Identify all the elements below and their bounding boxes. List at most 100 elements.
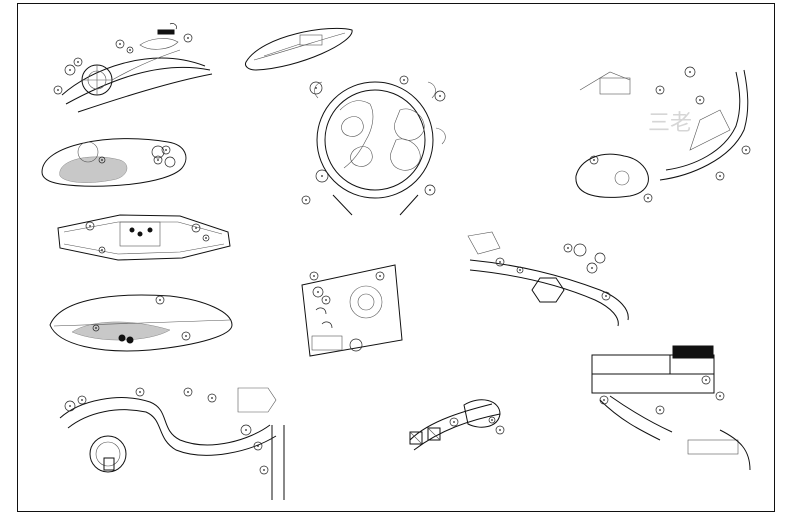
tree-symbol [589,155,599,165]
tree-symbol [115,39,125,49]
tree-symbol [309,271,319,281]
tree-symbol [181,331,191,341]
tree-center [245,429,247,431]
tree-symbol [202,234,210,242]
tree-symbol [153,155,163,165]
tree-symbol [77,395,87,405]
tree-symbol [312,286,324,298]
tree-symbol [92,324,100,332]
tree-symbol [98,156,106,164]
tree-symbol [399,75,409,85]
tree-symbol [563,243,573,253]
plan-winding-garden [59,387,285,500]
tree-center [719,395,721,397]
tree-center [325,299,327,301]
tree-symbol [715,391,725,401]
tree-symbol [161,145,171,155]
tree-symbol [126,46,134,54]
tree-center [699,99,701,101]
tree-center [499,261,501,263]
tree-symbol [155,295,165,305]
tree-symbol [495,425,505,435]
tree-symbol [85,221,95,231]
watermark-text: 三老 [648,111,692,136]
tree-center [119,43,121,45]
tree-center [89,225,91,227]
tree-center [77,61,79,63]
plan-pavilion-path [467,231,629,327]
tree-symbol [701,375,711,385]
tree-symbol [183,387,193,397]
tree-center [211,397,213,399]
tree-center [157,159,159,161]
tree-center [605,295,607,297]
tree-center [95,327,97,329]
tree-symbol [488,416,496,424]
tree-center [69,405,71,407]
tree-center [453,421,455,423]
tree-symbol [449,417,459,427]
tree-center [689,71,691,73]
plan-hexagon-island [57,214,231,261]
tree-symbol [375,271,385,281]
tree-symbol [715,171,725,181]
tree-symbol [240,424,252,436]
tree-center [315,87,317,89]
tree-symbol [695,95,705,105]
tree-symbol [684,66,696,78]
tree-center [263,469,265,471]
tree-center [603,399,605,401]
tree-center [305,199,307,201]
tree-center [129,49,131,51]
tree-center [519,269,521,271]
tree-center [257,445,259,447]
plan-circular-plaza [314,81,446,216]
plan-lens-island [245,27,353,71]
tree-symbol [315,169,329,183]
tree-symbol [135,387,145,397]
tree-symbol [601,291,611,301]
plan-riverside-strip [61,23,213,113]
tree-symbol [309,81,323,95]
plan-pier-island [49,294,233,352]
tree-center [429,189,431,191]
tree-center [745,149,747,151]
tree-symbol [98,246,106,254]
tree-center [165,149,167,151]
tree-center [659,89,661,91]
tree-symbol [495,257,505,267]
tree-center [705,379,707,381]
tree-center [205,237,207,239]
plan-square-plaza [301,264,403,357]
tree-symbol [301,195,311,205]
plan-parking-corner [591,345,751,471]
tree-center [185,335,187,337]
tree-symbol [207,393,217,403]
sheet-border [17,3,775,512]
tree-symbol [741,145,751,155]
tree-symbol [643,193,653,203]
tree-center [403,79,405,81]
tree-center [57,89,59,91]
tree-symbol [183,33,193,43]
tree-center [187,37,189,39]
tree-symbol [253,441,263,451]
tree-center [195,227,197,229]
tree-center [491,419,493,421]
tree-center [499,429,501,431]
tree-symbol [586,262,598,274]
tree-center [591,267,593,269]
tree-center [139,391,141,393]
tree-center [567,247,569,249]
tree-symbol [53,85,63,95]
tree-symbols [53,33,751,475]
tree-symbol [424,184,436,196]
tree-center [593,159,595,161]
plan-twin-pavilion [409,399,501,451]
tree-center [69,69,71,71]
plan-oval-pond [41,138,187,187]
tree-center [659,409,661,411]
tree-center [647,197,649,199]
tree-center [379,275,381,277]
